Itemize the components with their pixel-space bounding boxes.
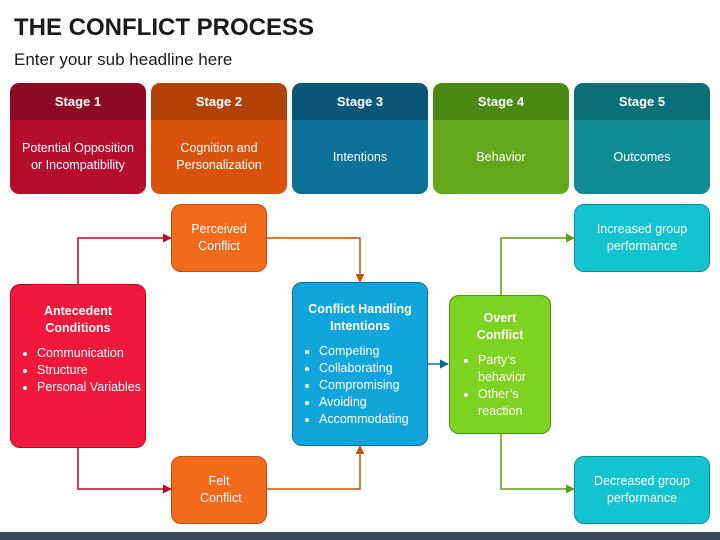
stage-3-label: Stage 3 (292, 83, 428, 120)
list-item: Structure (37, 362, 145, 379)
list-item: Competing (319, 343, 427, 360)
stage-5-text: Outcomes (574, 120, 710, 194)
list-item: Collaborating (319, 360, 427, 377)
overt-conflict-list: Party’s behavior Other’s reaction (450, 352, 550, 420)
footer-bar (0, 532, 720, 540)
list-item: Personal Variables (37, 379, 145, 396)
arrow-overt-to-decreased (500, 434, 575, 494)
stage-5-card: Stage 5 Outcomes (574, 83, 710, 194)
conflict-handling-intentions-list: Competing Collaborating Compromising Avo… (293, 343, 427, 428)
list-item: Party’s behavior (478, 352, 542, 386)
decreased-group-performance-text: Decreased group performance (594, 474, 690, 505)
stage-5-label: Stage 5 (574, 83, 710, 120)
antecedent-conditions-list: Communication Structure Personal Variabl… (11, 345, 145, 396)
list-item: Compromising (319, 377, 427, 394)
conflict-handling-intentions-box: Conflict Handling Intentions Competing C… (292, 282, 428, 446)
arrow-overt-to-increased (500, 233, 575, 295)
conflict-handling-intentions-title: Conflict Handling Intentions (308, 302, 412, 333)
stage-4-text: Behavior (433, 120, 569, 194)
felt-conflict-text: Felt Conflict (200, 474, 242, 505)
antecedent-conditions-title: Antecedent Conditions (43, 304, 113, 335)
stage-2-card: Stage 2 Cognition and Personalization (151, 83, 287, 194)
overt-conflict-title: Overt Conflict (476, 311, 524, 342)
arrow-antecedent-to-perceived (77, 233, 172, 284)
stage-4-card: Stage 4 Behavior (433, 83, 569, 194)
stage-3-text: Intentions (292, 120, 428, 194)
perceived-conflict-text: Perceived Conflict (191, 222, 247, 253)
stage-4-label: Stage 4 (433, 83, 569, 120)
list-item: Avoiding (319, 394, 427, 411)
stage-2-label: Stage 2 (151, 83, 287, 120)
stage-3-card: Stage 3 Intentions (292, 83, 428, 194)
arrow-perceived-to-handling (267, 237, 365, 283)
arrow-felt-to-handling (267, 445, 365, 490)
list-item: Accommodating (319, 411, 427, 428)
stage-1-card: Stage 1 Potential Opposition or Incompat… (10, 83, 146, 194)
page-subtitle: Enter your sub headline here (14, 50, 233, 69)
felt-conflict-box: Felt Conflict (171, 456, 267, 524)
decreased-group-performance-box: Decreased group performance (574, 456, 710, 524)
perceived-conflict-box: Perceived Conflict (171, 204, 267, 272)
increased-group-performance-box: Increased group performance (574, 204, 710, 272)
stage-1-label: Stage 1 (10, 83, 146, 120)
increased-group-performance-text: Increased group performance (596, 222, 688, 253)
stage-2-text: Cognition and Personalization (151, 120, 287, 194)
overt-conflict-box: Overt Conflict Party’s behavior Other’s … (449, 295, 551, 434)
page-title: THE CONFLICT PROCESS (14, 14, 315, 41)
stage-1-text: Potential Opposition or Incompatibility (10, 120, 146, 194)
arrow-antecedent-to-felt (77, 448, 172, 494)
antecedent-conditions-box: Antecedent Conditions Communication Stru… (10, 284, 146, 448)
list-item: Other’s reaction (478, 386, 542, 420)
list-item: Communication (37, 345, 145, 362)
